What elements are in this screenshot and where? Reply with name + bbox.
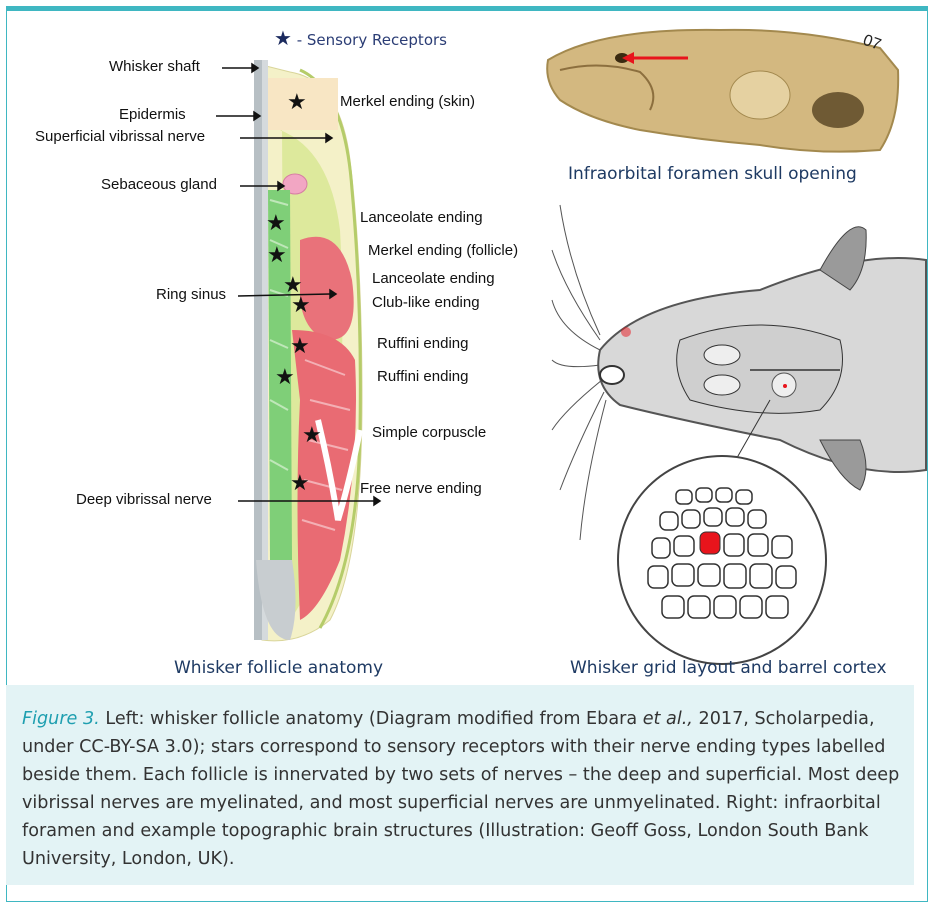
caption-etal: et al.,	[643, 709, 693, 729]
caption-text-part2: 2017, Scholarpedia, under CC-BY-SA 3.0);…	[22, 709, 899, 869]
caption-text-part1: Left: whisker follicle anatomy (Diagram …	[100, 709, 643, 729]
figure-label: Figure 3.	[22, 709, 100, 729]
rat-caption: Whisker grid layout and barrel cortex	[570, 658, 887, 678]
highlighted-barrel	[700, 532, 720, 554]
figure-caption-box: Figure 3. Left: whisker follicle anatomy…	[6, 685, 914, 885]
